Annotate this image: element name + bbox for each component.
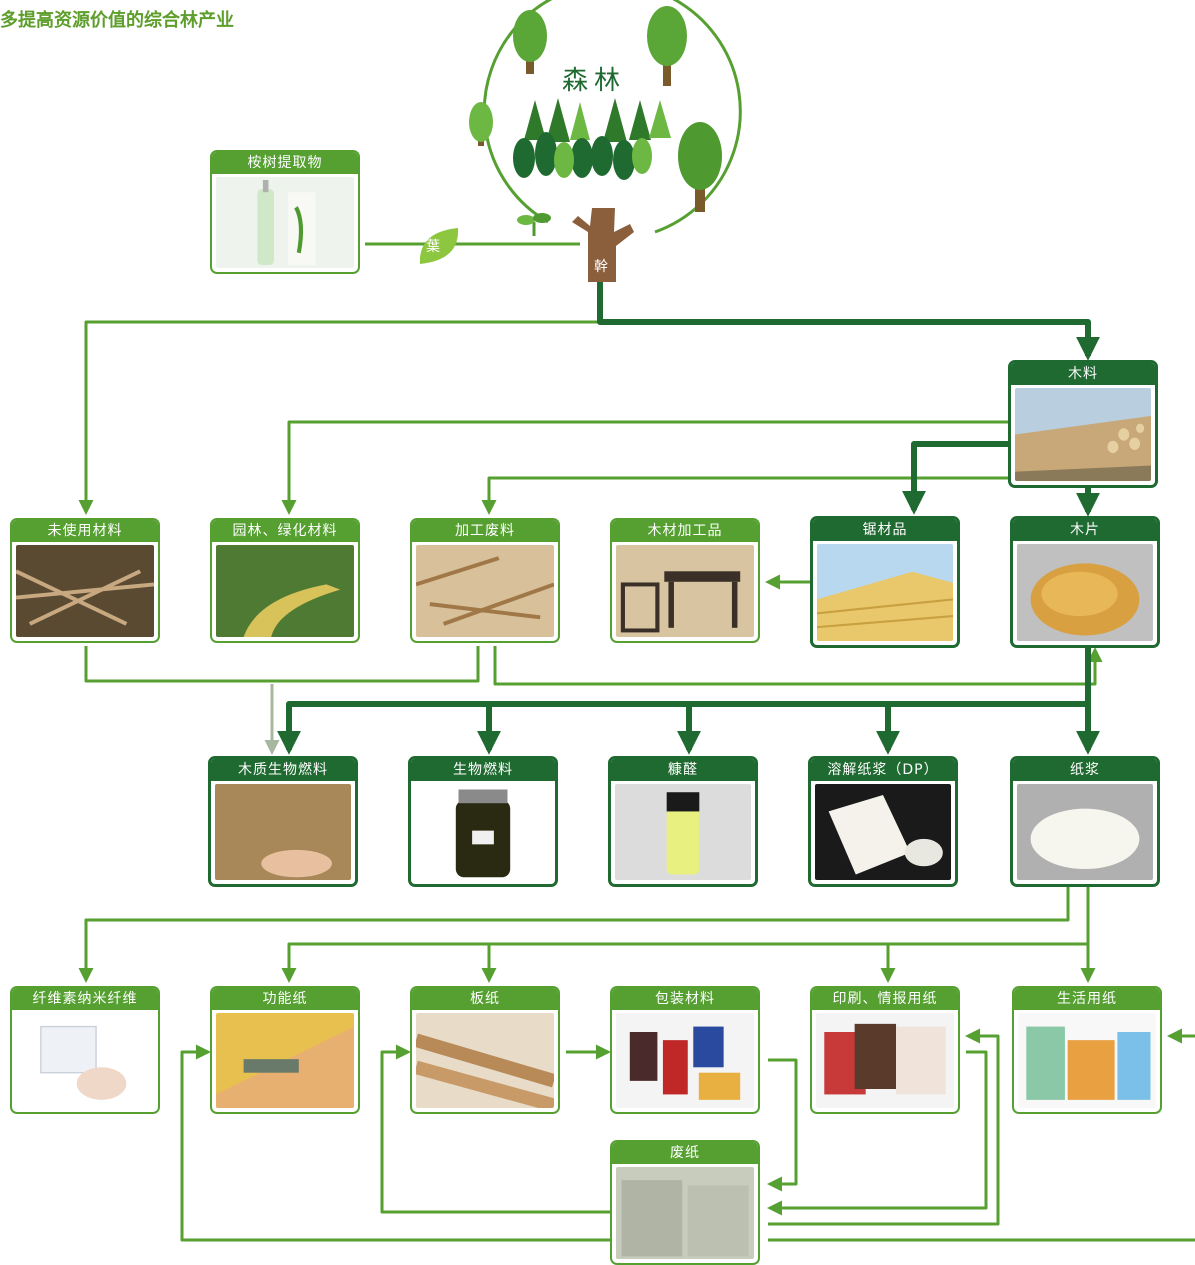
trunk-label: 幹 bbox=[594, 259, 608, 275]
node-biofuel: 生物燃料 bbox=[408, 756, 558, 887]
sprout-icon bbox=[517, 213, 551, 236]
line-waste-functional bbox=[180, 1044, 612, 1242]
line-pulp-cnf bbox=[78, 886, 1070, 983]
node-cellulose-nanofiber: 纤维素纳米纤维 bbox=[10, 986, 160, 1114]
packaging-image bbox=[616, 1013, 754, 1108]
line-packaging-waste bbox=[767, 1058, 798, 1192]
node-pulp: 纸浆 bbox=[1010, 756, 1160, 887]
node-title: 包装材料 bbox=[612, 988, 758, 1010]
node-title: 印刷、情报用纸 bbox=[812, 988, 958, 1010]
line-to-garden bbox=[281, 420, 1010, 515]
node-title: 纤维素纳米纤维 bbox=[12, 988, 158, 1010]
node-title: 木材加工品 bbox=[612, 520, 758, 542]
round-tree-icon bbox=[647, 6, 687, 86]
unused-branches-image bbox=[16, 545, 154, 637]
node-processing-scrap: 加工废料 bbox=[410, 518, 560, 643]
node-eucalyptus-extract: 桉树提取物 bbox=[210, 150, 360, 274]
node-title: 溶解纸浆（DP） bbox=[811, 759, 955, 781]
paperboard-rolls-image bbox=[416, 1013, 554, 1108]
node-title: 加工废料 bbox=[412, 520, 558, 542]
round-tree-icon bbox=[678, 122, 722, 212]
forest-illustration bbox=[469, 6, 722, 282]
node-title: 未使用材料 bbox=[12, 520, 158, 542]
line-pulp-row bbox=[281, 886, 1090, 983]
node-biomass-fuel: 木质生物燃料 bbox=[208, 756, 358, 887]
node-title: 木片 bbox=[1013, 519, 1157, 541]
magazines-image bbox=[816, 1013, 954, 1108]
node-unused-materials: 未使用材料 bbox=[10, 518, 160, 643]
node-title: 纸浆 bbox=[1013, 759, 1157, 781]
node-title: 板纸 bbox=[412, 988, 558, 1010]
furniture-image bbox=[616, 545, 754, 637]
node-lumber: 锯材品 bbox=[810, 516, 960, 648]
node-title: 生活用纸 bbox=[1014, 988, 1160, 1010]
node-dissolving-pulp: 溶解纸浆（DP） bbox=[808, 756, 958, 887]
node-waste-paper: 废纸 bbox=[610, 1140, 760, 1265]
node-timber: 木料 bbox=[1008, 360, 1158, 488]
timber-logs-image bbox=[1015, 388, 1151, 481]
functional-paper-image bbox=[216, 1013, 354, 1108]
trunk-icon bbox=[572, 208, 634, 282]
node-packaging: 包装材料 bbox=[610, 986, 760, 1114]
line-to-scrap bbox=[481, 476, 1010, 515]
line-waste-printing bbox=[768, 1028, 1000, 1226]
node-wood-products: 木材加工品 bbox=[610, 518, 760, 643]
cnf-sheet-image bbox=[16, 1013, 154, 1108]
conifer-row bbox=[513, 98, 671, 180]
lumber-stack-image bbox=[817, 544, 953, 641]
line-waste-board bbox=[380, 1044, 612, 1214]
node-title: 木料 bbox=[1011, 363, 1155, 385]
node-wood-chips: 木片 bbox=[1010, 516, 1160, 648]
wood-scrap-image bbox=[416, 545, 554, 637]
furfural-vial-image bbox=[615, 784, 751, 880]
eucalyptus-bottles-image bbox=[216, 177, 354, 268]
wood-chips-image bbox=[1017, 544, 1153, 641]
leaf-icon bbox=[419, 228, 459, 264]
node-paperboard: 板纸 bbox=[410, 986, 560, 1114]
leaf-label: 葉 bbox=[426, 239, 440, 255]
node-title: 功能纸 bbox=[212, 988, 358, 1010]
line-printing-waste bbox=[767, 1050, 988, 1216]
node-title: 桉树提取物 bbox=[212, 152, 358, 174]
line-trunk-timber bbox=[597, 280, 1100, 361]
garden-path-image bbox=[216, 545, 354, 637]
waste-paper-bales-image bbox=[616, 1167, 754, 1259]
round-tree-icon bbox=[513, 10, 547, 74]
line-timber-lumber bbox=[902, 441, 1010, 515]
node-household-paper: 生活用纸 bbox=[1012, 986, 1162, 1114]
line-row-products bbox=[277, 701, 1088, 755]
biofuel-jar-image bbox=[415, 784, 551, 880]
node-title: 糠醛 bbox=[611, 759, 755, 781]
node-title: 废纸 bbox=[612, 1142, 758, 1164]
page-title: 多提高资源价值的综合林产业 bbox=[0, 10, 234, 31]
node-functional-paper: 功能纸 bbox=[210, 986, 360, 1114]
node-garden-materials: 园林、绿化材料 bbox=[210, 518, 360, 643]
node-title: 锯材品 bbox=[813, 519, 957, 541]
pulp-image bbox=[1017, 784, 1153, 880]
node-title: 生物燃料 bbox=[411, 759, 555, 781]
line-unused-biomass bbox=[84, 646, 480, 683]
forest-label: 森林 bbox=[562, 66, 627, 96]
biomass-image bbox=[215, 784, 351, 880]
household-paper-image bbox=[1018, 1013, 1156, 1108]
line-scrap-chips bbox=[493, 646, 1103, 686]
node-furfural: 糠醛 bbox=[608, 756, 758, 887]
round-tree-icon bbox=[469, 102, 493, 146]
node-title: 园林、绿化材料 bbox=[212, 520, 358, 542]
node-printing-paper: 印刷、情报用纸 bbox=[810, 986, 960, 1114]
node-title: 木质生物燃料 bbox=[211, 759, 355, 781]
dissolving-pulp-image bbox=[815, 784, 951, 880]
